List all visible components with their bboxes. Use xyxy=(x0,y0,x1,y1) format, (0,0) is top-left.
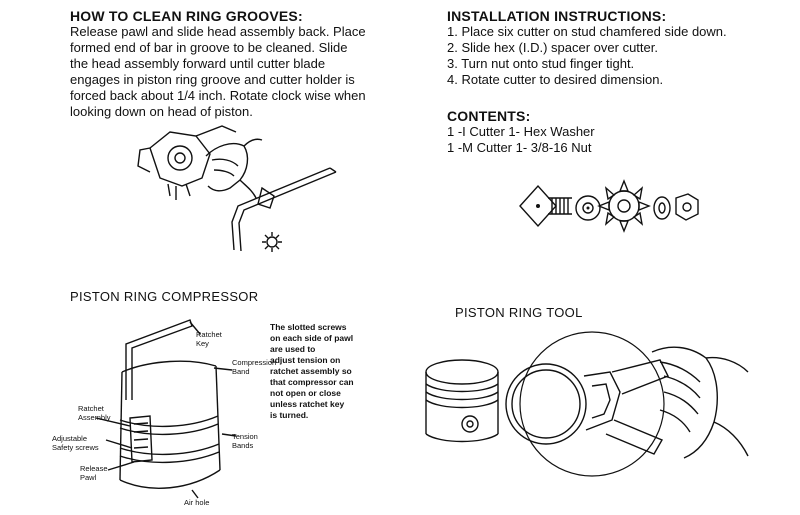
contents-line: 1 -I Cutter 1- Hex Washer xyxy=(447,124,595,139)
label-tension-bands: Tension Bands xyxy=(232,432,258,450)
note-line: adjust tension on xyxy=(270,355,341,365)
note-line: The slotted screws xyxy=(270,322,347,332)
clean-grooves-text: Release pawl and slide head assembly bac… xyxy=(70,24,366,120)
clean-line: forced back about 1/4 inch. Rotate clock… xyxy=(70,88,366,103)
note-line: that compressor can xyxy=(270,377,354,387)
installation-heading: INSTALLATION INSTRUCTIONS: xyxy=(447,8,667,24)
contents-heading: CONTENTS: xyxy=(447,108,531,124)
clean-line: the head assembly forward until cutter b… xyxy=(70,56,326,71)
compressor-note: The slotted screws on each side of pawl … xyxy=(270,322,354,421)
label-adjustable-screws: Adjustable Safety screws xyxy=(52,434,99,452)
note-line: on each side of pawl xyxy=(270,333,354,343)
label-release-pawl: Release Pawl xyxy=(80,464,108,482)
note-line: ratchet assembly so xyxy=(270,366,352,376)
install-step: 2. Slide hex (I.D.) spacer over cutter. xyxy=(447,40,658,55)
clean-line: Release pawl and slide head assembly bac… xyxy=(70,24,366,39)
note-line: are used to xyxy=(270,344,316,354)
label-compression-band: Compression Band xyxy=(232,358,277,376)
contents-line: 1 -M Cutter 1- 3/8-16 Nut xyxy=(447,140,592,155)
note-line: is turned. xyxy=(270,410,309,420)
clean-grooves-heading: HOW TO CLEAN RING GROOVES: xyxy=(70,8,303,24)
clean-line: formed end of bar in groove to be cleane… xyxy=(70,40,348,55)
ring-tool-heading: PISTON RING TOOL xyxy=(455,305,583,320)
note-line: not open or close xyxy=(270,388,341,398)
installation-steps: 1. Place six cutter on stud chamfered si… xyxy=(447,24,727,88)
clean-line: engages in piston ring groove and cutter… xyxy=(70,72,355,87)
install-step: 3. Turn nut onto stud finger tight. xyxy=(447,56,635,71)
note-line: unless ratchet key xyxy=(270,399,345,409)
label-ratchet-assembly: Ratchet Assembly xyxy=(78,404,111,422)
compressor-heading: PISTON RING COMPRESSOR xyxy=(70,289,259,304)
install-step: 4. Rotate cutter to desired dimension. xyxy=(447,72,664,87)
label-ratchet-key: Ratchet Key xyxy=(196,330,222,348)
clean-line: looking down on head of piston. xyxy=(70,104,253,119)
install-step: 1. Place six cutter on stud chamfered si… xyxy=(447,24,727,39)
label-air-hole: Air hole xyxy=(184,498,210,507)
contents-list: 1 -I Cutter 1- Hex Washer 1 -M Cutter 1-… xyxy=(447,124,595,156)
